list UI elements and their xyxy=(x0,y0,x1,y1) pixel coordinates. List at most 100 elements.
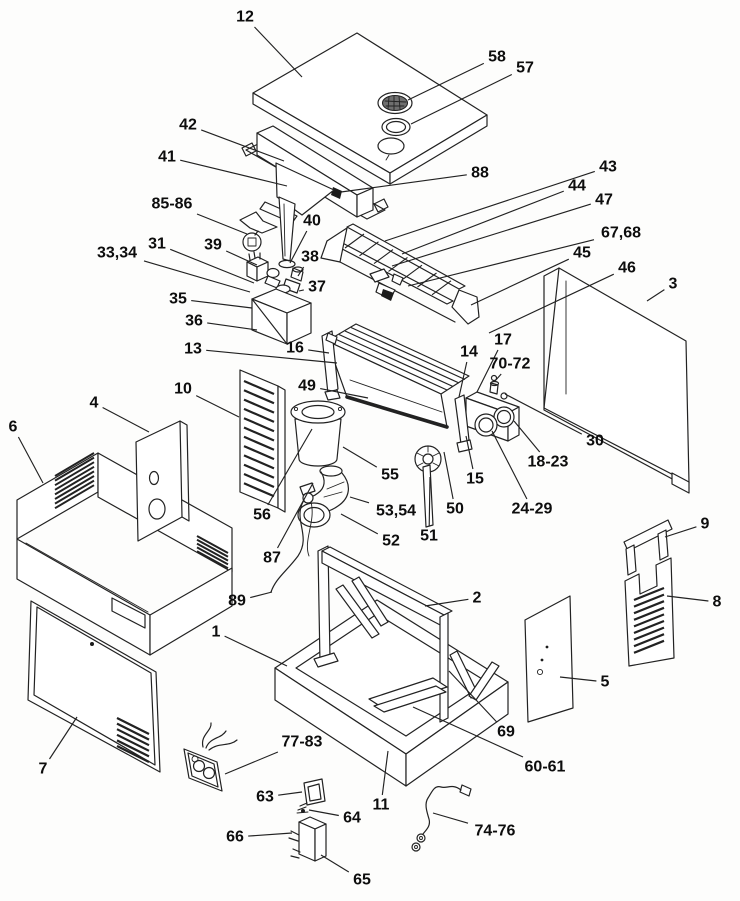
leader-line-5 xyxy=(559,676,597,682)
louver-slat xyxy=(344,330,460,384)
callout-label-55: 55 xyxy=(381,467,399,484)
louver-slat xyxy=(116,739,150,758)
leader-line-64 xyxy=(308,809,339,817)
leader-line-7 xyxy=(49,716,78,760)
callout-label-57: 57 xyxy=(516,60,534,77)
exchanger-tubes xyxy=(332,326,466,391)
callout-label-64: 64 xyxy=(343,810,361,827)
leader-line-46 xyxy=(488,273,615,334)
callout-label-50: 50 xyxy=(446,501,464,518)
callout-label-87: 87 xyxy=(263,550,281,567)
part-45-burner-tray xyxy=(320,223,480,325)
callout-label-74-76: 74-76 xyxy=(475,823,516,840)
louver-slat xyxy=(344,233,365,249)
callout-label-41: 41 xyxy=(158,149,176,166)
callout-label-63: 63 xyxy=(256,789,274,806)
jacket-door-opening xyxy=(111,597,146,629)
louver-slat xyxy=(54,470,95,496)
louver-slat xyxy=(338,333,454,388)
leader-line-4 xyxy=(102,406,150,433)
louver-slat xyxy=(243,454,275,470)
callout-label-66: 66 xyxy=(226,829,244,846)
louver-slat xyxy=(243,398,275,414)
leader-line-39 xyxy=(225,250,258,266)
callout-label-3: 3 xyxy=(669,276,678,293)
louver-slat xyxy=(633,600,665,615)
callout-label-77-83: 77-83 xyxy=(282,734,323,751)
part-5-panel xyxy=(524,595,574,723)
callout-label-17: 17 xyxy=(494,332,512,349)
callout-label-5: 5 xyxy=(601,674,610,691)
louver-slat xyxy=(431,280,452,296)
callout-label-44: 44 xyxy=(568,178,586,195)
louver-slat xyxy=(243,426,275,442)
leader-line-12 xyxy=(254,26,303,78)
louver-slat xyxy=(243,472,275,489)
leader-line-30 xyxy=(504,393,583,435)
callout-label-52: 52 xyxy=(382,533,400,550)
louver-slat xyxy=(243,379,275,396)
leader-line-77-83 xyxy=(224,751,279,775)
louver-slat xyxy=(196,546,229,566)
leader-line-42 xyxy=(200,129,285,162)
leader-line-37 xyxy=(298,289,304,292)
leader-line-66 xyxy=(248,832,293,837)
part-89-wire xyxy=(270,499,313,593)
part-66-leads xyxy=(288,830,301,859)
leader-line-36 xyxy=(207,322,258,331)
leader-line-56 xyxy=(267,428,313,506)
leader-line-88 xyxy=(340,174,467,193)
part-55-56-flue-collector xyxy=(290,400,346,467)
part-69-v-braces xyxy=(449,650,500,701)
part-14-heat-exchanger xyxy=(326,323,470,429)
panel8-louvers xyxy=(633,586,665,654)
callout-label-37: 37 xyxy=(308,279,326,296)
callout-label-49: 49 xyxy=(298,378,316,395)
leader-line-11 xyxy=(381,750,389,796)
jacket-right-louvers xyxy=(196,535,229,570)
callout-label-42: 42 xyxy=(179,117,197,134)
leader-line-18-23 xyxy=(513,420,541,453)
part-35-36-valve-box xyxy=(251,284,312,345)
callout-label-45: 45 xyxy=(573,245,591,262)
louver-slat xyxy=(417,272,437,288)
part-52-pipe-mouth xyxy=(297,502,331,528)
leader-line-24-29 xyxy=(491,430,528,500)
louver-slat xyxy=(196,538,229,558)
part-12-top-panel xyxy=(252,32,488,185)
part-31-39-valve-controls xyxy=(246,251,281,289)
part-7-front-door xyxy=(27,600,161,773)
louver-slat xyxy=(633,626,665,641)
leader-line-45 xyxy=(470,258,570,306)
leader-line-53,54 xyxy=(349,496,370,504)
callout-label-88: 88 xyxy=(471,165,489,182)
part-10-louver-panel xyxy=(239,369,286,513)
leader-line-40 xyxy=(289,230,308,264)
louver-slat xyxy=(54,484,95,510)
louver-slat xyxy=(243,445,275,461)
leader-line-52 xyxy=(340,513,379,535)
louver-slat xyxy=(54,456,95,482)
part-60-61-rail xyxy=(368,677,448,713)
part-40-venturi-tube xyxy=(278,196,296,269)
part-85-86-pressure-switch xyxy=(239,211,278,252)
louver-slat xyxy=(116,733,150,752)
leader-line-47 xyxy=(391,203,591,267)
louver-slat xyxy=(243,417,275,433)
part-49-bottom-edge xyxy=(345,395,449,429)
leader-line-58 xyxy=(407,62,485,101)
callout-label-38: 38 xyxy=(301,249,319,266)
part-51-strip xyxy=(422,464,434,528)
louver-slat xyxy=(633,619,665,635)
part-4-inner-panel xyxy=(135,420,190,542)
callout-label-4: 4 xyxy=(90,395,99,412)
louver-slat xyxy=(243,435,275,451)
louver-slat xyxy=(633,606,665,621)
callout-label-18-23: 18-23 xyxy=(528,454,569,471)
leader-line-1 xyxy=(224,635,288,667)
louver-slat xyxy=(633,586,665,602)
callout-label-36: 36 xyxy=(185,313,203,330)
callout-label-16: 16 xyxy=(286,340,304,357)
callout-label-6: 6 xyxy=(9,419,18,436)
callout-label-15: 15 xyxy=(466,471,484,488)
